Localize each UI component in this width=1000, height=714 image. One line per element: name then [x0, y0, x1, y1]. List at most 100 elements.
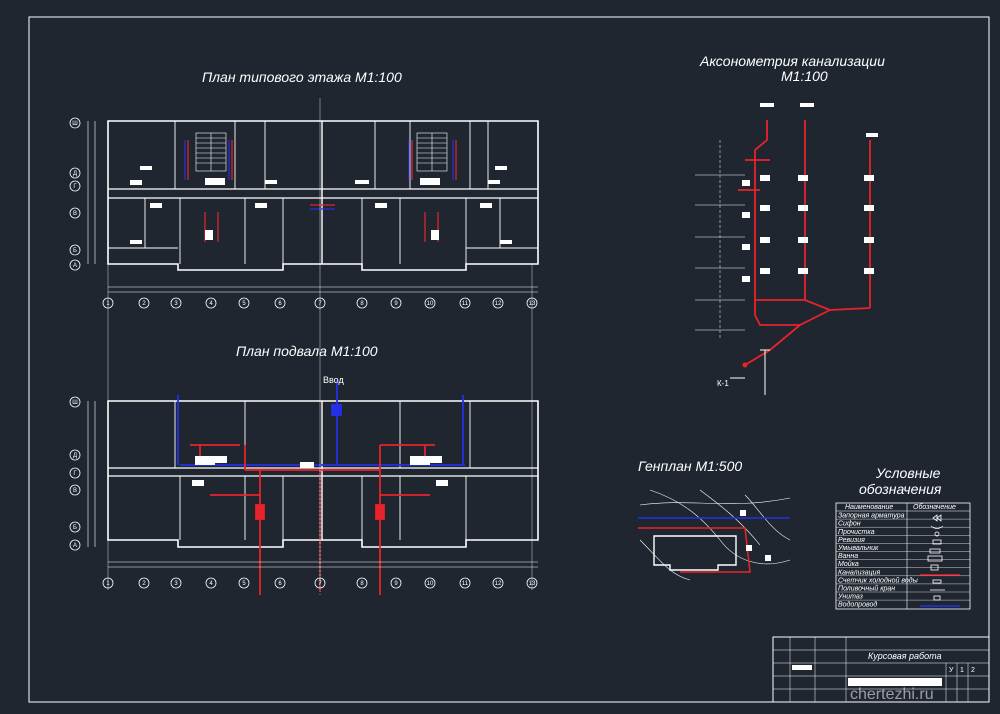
legend-row-label: Унитаз	[837, 594, 864, 601]
svg-text:11: 11	[462, 581, 469, 587]
svg-text:Б: Б	[73, 525, 77, 531]
axonometry-title-line2: М1:100	[781, 68, 828, 84]
svg-text:Г: Г	[73, 184, 77, 190]
axonometry-diagram: К-1	[695, 103, 878, 395]
axis-bubble-9: 9	[390, 297, 402, 309]
legend-row-label: Счетчик холодной воды	[838, 576, 919, 584]
svg-text:5: 5	[242, 581, 246, 587]
stamp-cell-u: У	[949, 667, 954, 674]
axis-bubble-А: А	[69, 539, 81, 551]
svg-text:Д: Д	[73, 453, 77, 459]
svg-text:Д: Д	[73, 171, 77, 177]
axis-bubble-Д: Д	[69, 449, 81, 461]
axonometry-fixtures	[742, 103, 878, 282]
svg-text:В: В	[73, 211, 77, 217]
axis-bubble-5: 5	[238, 577, 250, 589]
svg-text:7: 7	[318, 301, 322, 307]
genplan-title: Генплан М1:500	[638, 458, 742, 474]
axis-bubble-В: В	[69, 484, 81, 496]
axis-bubble-Б: Б	[69, 521, 81, 533]
axis-bubble-Г: Г	[69, 180, 81, 192]
axis-bubble-3: 3	[170, 297, 182, 309]
svg-text:6: 6	[278, 301, 282, 307]
genplan-well-1	[746, 545, 752, 551]
legend-header-symbol: Обозначение	[913, 503, 956, 511]
svg-text:4: 4	[209, 301, 213, 307]
svg-text:13: 13	[529, 301, 536, 307]
svg-text:8: 8	[360, 581, 364, 587]
watermark: chertezhi.ru	[850, 686, 934, 703]
axis-bubble-8: 8	[356, 577, 368, 589]
svg-text:Ш: Ш	[72, 400, 78, 406]
stamp-cell-1: 1	[960, 667, 964, 674]
svg-text:8: 8	[360, 301, 364, 307]
stamp-grid	[773, 637, 989, 702]
stamp-filled-2	[792, 665, 812, 670]
svg-text:7: 7	[318, 581, 322, 587]
svg-text:6: 6	[278, 581, 282, 587]
axis-bubble-9: 9	[390, 577, 402, 589]
genplan-building	[653, 535, 737, 571]
sheet-frame	[28, 16, 990, 703]
legend-row-label: Канализация	[838, 569, 880, 576]
svg-text:Г: Г	[73, 471, 77, 477]
svg-text:1: 1	[106, 581, 110, 587]
genplan-contours	[639, 489, 791, 581]
axis-bubble-5: 5	[238, 297, 250, 309]
legend-row-label: Ревизия	[838, 537, 865, 544]
axis-bubble-2: 2	[138, 577, 150, 589]
axis-bubble-10: 10	[424, 297, 436, 309]
axis-bubble-13: 13	[526, 577, 538, 589]
svg-text:3: 3	[174, 301, 178, 307]
axis-bubble-2: 2	[138, 297, 150, 309]
axis-bubble-7: 7	[314, 577, 326, 589]
stamp-title: Курсовая работа	[868, 651, 942, 661]
svg-text:10: 10	[427, 581, 434, 587]
legend-row-label: Запорная арматура	[838, 513, 905, 520]
svg-text:2: 2	[142, 581, 146, 587]
svg-text:Ш: Ш	[72, 121, 78, 127]
axis-bubble-Д: Д	[69, 167, 81, 179]
axis-bubble-10: 10	[424, 577, 436, 589]
legend-title-line1: Условные	[875, 465, 941, 481]
stairwell-right	[416, 132, 448, 172]
stairwell-left	[195, 132, 227, 172]
legend-row-label: Ванна	[838, 553, 858, 560]
axis-bubble-11: 11	[459, 297, 471, 309]
basement-outline	[107, 400, 539, 548]
svg-text:11: 11	[462, 301, 469, 307]
svg-text:3: 3	[174, 581, 178, 587]
axis-bubble-В: В	[69, 207, 81, 219]
svg-text:12: 12	[495, 581, 502, 587]
legend-frame	[835, 502, 971, 610]
axis-bubble-4: 4	[205, 297, 217, 309]
svg-text:4: 4	[209, 581, 213, 587]
svg-text:9: 9	[394, 581, 398, 587]
legend-table: Наименование Обозначение Запорная армату…	[835, 502, 971, 610]
axis-bubble-Ш: Ш	[69, 396, 81, 408]
typical-floor-plan	[87, 120, 539, 293]
svg-text:10: 10	[427, 301, 434, 307]
legend-row-label: Поливочный кран	[838, 585, 895, 593]
svg-text:В: В	[73, 488, 77, 494]
vvod-label: Ввод	[323, 375, 344, 385]
legend-title-line2: обозначения	[859, 481, 942, 497]
floor-plan-partitions	[108, 121, 538, 264]
basement-title: План подвала М1:100	[236, 343, 378, 359]
typical-floor-title: План типового этажа М1:100	[202, 69, 402, 85]
axis-bubble-1: 1	[102, 297, 114, 309]
svg-text:5: 5	[242, 301, 246, 307]
svg-text:А: А	[73, 543, 77, 549]
genplan-diagram	[638, 489, 791, 581]
axis-bubble-Г: Г	[69, 467, 81, 479]
svg-text:2: 2	[142, 301, 146, 307]
axis-bubble-7: 7	[314, 297, 326, 309]
axis-bubble-6: 6	[274, 577, 286, 589]
axis-grid	[107, 98, 533, 590]
axis-bubble-12: 12	[492, 297, 504, 309]
legend-symbols	[920, 514, 960, 607]
axis-bubble-3: 3	[170, 577, 182, 589]
axonometry-levels	[695, 140, 745, 340]
